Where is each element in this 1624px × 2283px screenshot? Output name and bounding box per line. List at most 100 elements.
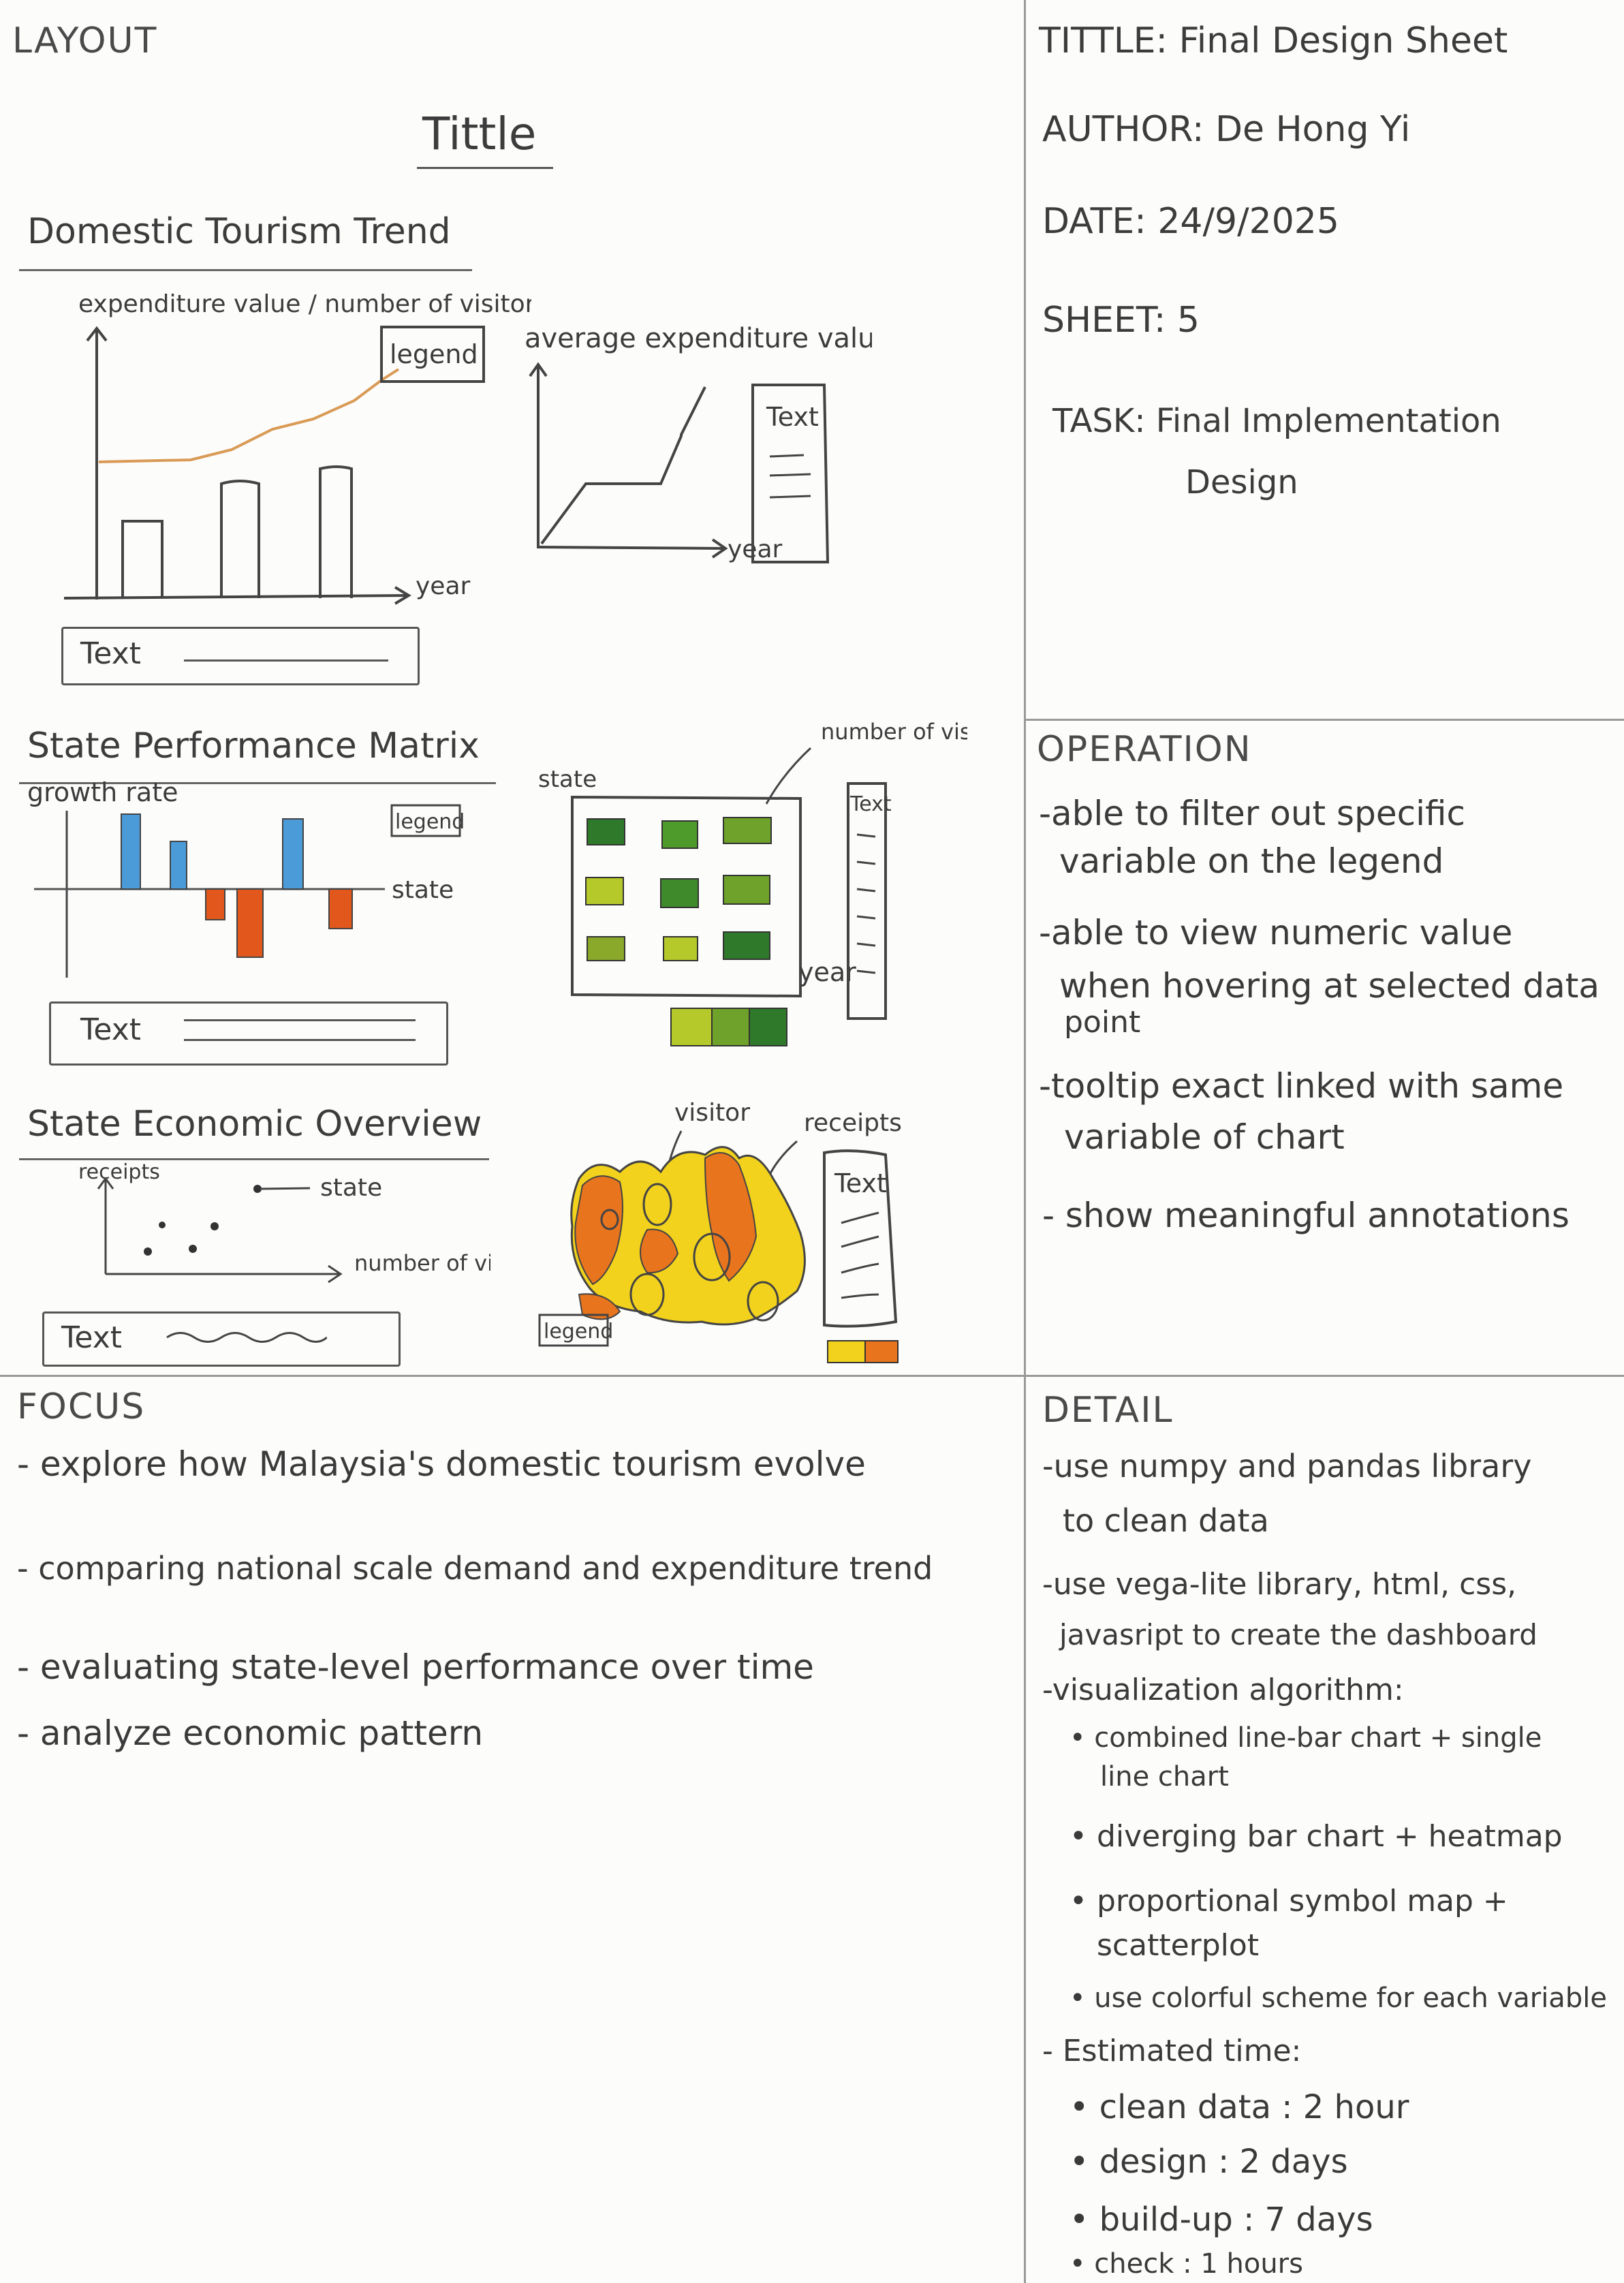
combo-chart-xlabel: year: [416, 572, 471, 600]
combo-chart-trend-line: [98, 368, 400, 463]
heatmap-chart: state number of visitors year Text: [538, 719, 967, 1046]
combo-chart-legend-box: [380, 326, 485, 383]
proportional-symbol-map: visitor receipts legend Text: [538, 1099, 902, 1363]
map-legend-label: legend: [544, 1320, 613, 1344]
operation-item-7: variable of chart: [1064, 1117, 1345, 1157]
map-label-receipts: receipts: [804, 1109, 902, 1137]
meta-title: TITTLE: Final Design Sheet: [1039, 20, 1508, 61]
combo-chart-x-axis: [63, 594, 409, 600]
heatmap-legend-mid: [711, 1008, 750, 1046]
text-box-economic-wave: [166, 1332, 327, 1343]
combo-chart-y-arrow: [86, 326, 108, 342]
heatmap-legend-dark: [749, 1008, 787, 1046]
text-box-performance-line-2: [184, 1039, 416, 1041]
map-color-legend-yellow: [827, 1340, 866, 1363]
heatmap-xlabel: year: [798, 957, 856, 987]
heatmap-legend-light: [670, 1008, 713, 1046]
avg-expenditure-line-chart: average expenditure value year Text: [525, 323, 872, 563]
meta-sheet: SHEET: 5: [1042, 300, 1200, 341]
meta-task-line2: Design: [1185, 463, 1298, 501]
diverging-bar-3: [205, 888, 225, 920]
diverging-bar-5: [282, 818, 304, 890]
scatter-ylabel: receipts: [78, 1160, 160, 1184]
detail-item-7: line chart: [1100, 1761, 1229, 1792]
text-box-economic: [42, 1311, 401, 1367]
detail-item-9: • proportional symbol map +: [1069, 1884, 1508, 1919]
section-underline-3: [19, 1158, 489, 1160]
meta-author: AUTHOR: De Hong Yi: [1042, 109, 1411, 150]
scatter-annotated-point: [253, 1185, 262, 1193]
heatmap-annotation-pointer: [765, 747, 812, 805]
detail-item-12: - Estimated time:: [1042, 2034, 1302, 2068]
heatmap-cell-r3c2: [663, 936, 698, 961]
meta-task-line1: TASK: Final Implementation: [1052, 402, 1501, 440]
detail-label: DETAIL: [1042, 1390, 1174, 1431]
diverging-bar-chart: growth rate state legend: [27, 777, 465, 978]
right-divider-1: [1024, 719, 1624, 721]
heatmap-cell-r2c1: [585, 877, 624, 905]
heatmap-text-line-6: [856, 969, 876, 974]
diverging-bar-1: [121, 813, 141, 890]
heatmap-annotation: number of visitors: [821, 719, 967, 745]
title-underline: [417, 167, 553, 169]
scatter-point-4: [189, 1245, 197, 1253]
operation-item-2: variable on the legend: [1059, 841, 1444, 881]
combo-chart-ylabel: expenditure value / number of visitor: [78, 290, 531, 318]
map-text-line-4: [841, 1293, 879, 1299]
operation-item-1: -able to filter out specific: [1039, 794, 1465, 833]
heatmap-text-line-3: [856, 888, 876, 892]
detail-item-8: • diverging bar chart + heatmap: [1069, 1819, 1563, 1854]
map-color-legend-orange: [864, 1340, 899, 1363]
text-box-performance: [49, 1001, 448, 1066]
scatter-point-3: [144, 1247, 152, 1256]
detail-item-16: • check : 1 hours: [1069, 2248, 1303, 2280]
section-underline-2: [19, 782, 496, 784]
detail-item-1: -use numpy and pandas library: [1042, 1448, 1532, 1485]
scatter-annotation-line: [260, 1187, 311, 1190]
diverging-chart-legend-label: legend: [395, 810, 465, 834]
operation-item-3: -able to view numeric value: [1039, 913, 1513, 952]
text-box-performance-label: Text: [80, 1012, 141, 1047]
heatmap-cell-r1c1: [587, 818, 625, 845]
map-region-orange-4: [578, 1293, 621, 1320]
heatmap-cell-r2c3: [723, 875, 770, 905]
map-symbol-2: [693, 1232, 731, 1282]
line-chart-y-arrow: [529, 362, 548, 377]
section-heading-performance: State Performance Matrix: [27, 726, 480, 766]
scatter-x-arrow: [328, 1264, 343, 1284]
combo-chart-bar-1: [121, 520, 163, 598]
map-region-orange-3: [640, 1228, 679, 1274]
diverging-chart-legend-box: [390, 804, 461, 837]
detail-item-2: to clean data: [1063, 1502, 1269, 1539]
combo-chart-bar-3: [319, 465, 353, 598]
scatter-annotation-label: state: [320, 1174, 382, 1202]
text-box-performance-line-1: [184, 1019, 416, 1021]
heatmap-text-line-2: [856, 860, 876, 865]
combo-chart-bar-2: [220, 480, 260, 598]
map-text-line-3: [841, 1262, 879, 1274]
combo-line-bar-chart: expenditure value / number of visitor ye…: [63, 290, 531, 605]
heatmap-cell-r1c2: [661, 820, 698, 849]
detail-item-5: -visualization algorithm:: [1042, 1673, 1404, 1707]
operation-label: OPERATION: [1037, 729, 1252, 770]
scatter-xlabel-line1: number of visitors: [354, 1250, 490, 1276]
detail-item-11: • use colorful scheme for each variable: [1069, 1983, 1607, 2014]
heatmap-text-line-1: [856, 833, 876, 838]
meta-date: DATE: 24/9/2025: [1042, 201, 1339, 242]
combo-chart-x-arrow: [394, 586, 411, 605]
text-box-economic-label: Text: [61, 1320, 122, 1355]
detail-item-6: • combined line-bar chart + single: [1069, 1722, 1542, 1754]
operation-item-8: - show meaningful annotations: [1042, 1196, 1570, 1235]
diverging-chart-ylabel: growth rate: [27, 777, 178, 807]
scatter-point-2: [210, 1222, 219, 1230]
line-chart-text-panel: [751, 384, 830, 563]
section-heading-economic: State Economic Overview: [27, 1104, 482, 1145]
map-region-orange-2: [704, 1152, 758, 1282]
line-chart-text-line-3: [769, 495, 811, 499]
layout-title: Tittle: [422, 108, 537, 160]
scatter-point-1: [159, 1222, 166, 1228]
map-region-orange-1: [574, 1175, 623, 1286]
operation-item-5: point: [1064, 1005, 1141, 1040]
line-chart-x-arrow: [711, 538, 728, 559]
heatmap-text-line-4: [856, 915, 876, 920]
